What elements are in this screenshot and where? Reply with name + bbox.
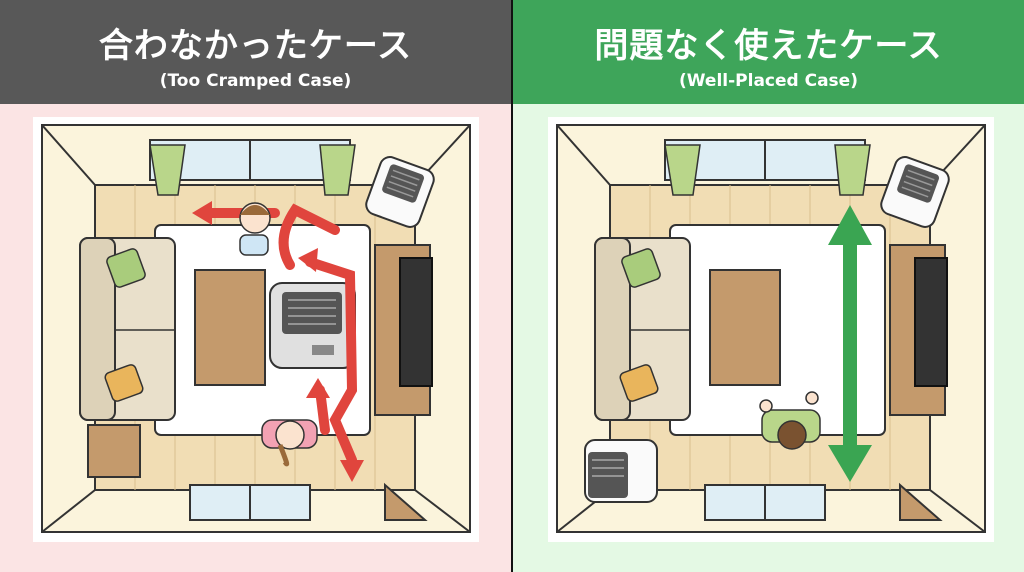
red-arrowheads [192, 201, 364, 482]
cramped-case-header: 合わなかったケース (Too Cramped Case) [0, 0, 511, 104]
well-placed-case-title: 問題なく使えたケース [594, 26, 943, 66]
large-air-purifier [269, 282, 356, 369]
cramped-case-title: 合わなかったケース [98, 26, 413, 66]
side-chair [87, 424, 141, 478]
well-placed-case-subtitle: (Well-Placed Case) [679, 71, 858, 91]
right-header-background [513, 0, 1024, 104]
center-divider [511, 0, 513, 572]
large-air-purifier-corner [584, 439, 658, 503]
green-clear-path-arrow [828, 205, 872, 482]
well-placed-case-header: 問題なく使えたケース (Well-Placed Case) [513, 0, 1024, 104]
person-stuck-top [239, 202, 271, 256]
person-stuck-bottom [261, 419, 318, 467]
person-walking [759, 391, 821, 450]
cramped-case-subtitle: (Too Cramped Case) [159, 71, 352, 91]
left-header-background [0, 0, 511, 104]
